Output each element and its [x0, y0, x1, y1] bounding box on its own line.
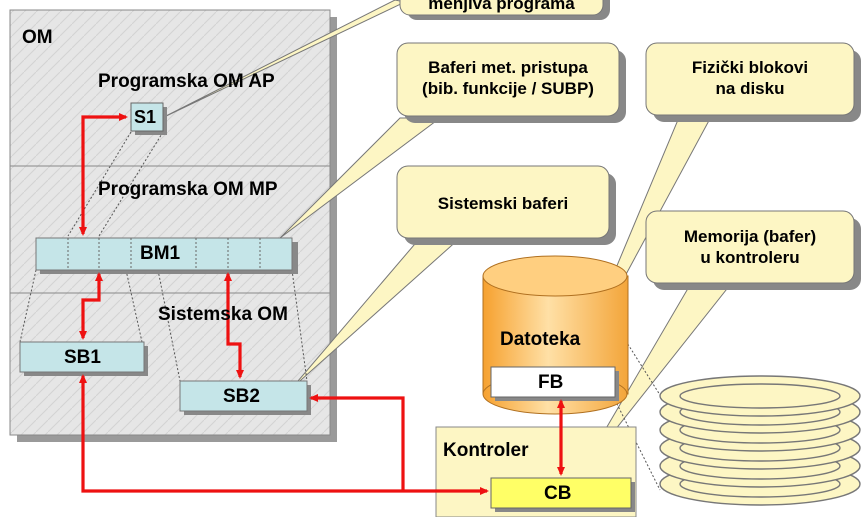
om-title: OM	[22, 27, 53, 48]
data-flow-arrows	[79, 113, 565, 495]
disk-platters	[659, 375, 861, 506]
sb1-box	[19, 341, 145, 373]
bm1-box	[35, 237, 293, 271]
callout-baferi-line1: Baferi met. pristupa	[428, 58, 588, 77]
bm1-label: BM1	[140, 243, 181, 264]
callout-fizicki-line1: Fizički blokovi	[691, 58, 809, 77]
om-mp-label: Programska OM MP	[98, 179, 278, 200]
callout-memorija-line2: u kontroleru	[700, 248, 800, 267]
callout-sistemski-text: Sistemski baferi	[437, 194, 569, 213]
cb-box	[490, 477, 632, 509]
arrow-bm1-sb2	[224, 272, 244, 379]
callout-memorija: Memorija (bafer) u kontroleru	[646, 226, 854, 268]
callout-fizicki-box	[645, 42, 855, 116]
callout-baferi-line2: (bib. funkcije / SUBP)	[422, 79, 594, 98]
kontroler-label: Kontroler	[443, 440, 529, 461]
callout-baferi: Baferi met. pristupa (bib. funkcije / SU…	[397, 57, 619, 99]
fb-box	[490, 366, 616, 398]
bm1-separators	[67, 238, 261, 270]
callout-top-text: menjiva programa	[428, 0, 575, 13]
arrow-bm1-sb1	[79, 272, 103, 340]
fb-label: FB	[538, 372, 564, 393]
callout-sistemski-box	[396, 165, 610, 239]
arrow-sb1-cb	[79, 374, 489, 495]
callout-memorija-box	[645, 210, 855, 284]
sb1-label: SB1	[64, 347, 101, 368]
callout-fizicki: Fizički blokovi na disku	[646, 57, 854, 99]
callout-fizicki-line2: na disku	[715, 79, 785, 98]
callout-top-box	[399, 0, 604, 16]
om-ap-label: Programska OM AP	[98, 71, 275, 92]
callout-memorija-line1: Memorija (bafer)	[683, 227, 817, 246]
om-sys-label: Sistemska OM	[158, 304, 288, 325]
arrow-s1-bm1	[79, 113, 128, 236]
datoteka-label: Datoteka	[500, 329, 581, 350]
sb2-label: SB2	[223, 386, 260, 407]
cb-label: CB	[544, 483, 572, 504]
s1-label: S1	[134, 107, 157, 127]
mapping-lines	[19, 131, 661, 491]
callout-baferi-box	[396, 42, 620, 117]
s1-box	[130, 102, 164, 132]
